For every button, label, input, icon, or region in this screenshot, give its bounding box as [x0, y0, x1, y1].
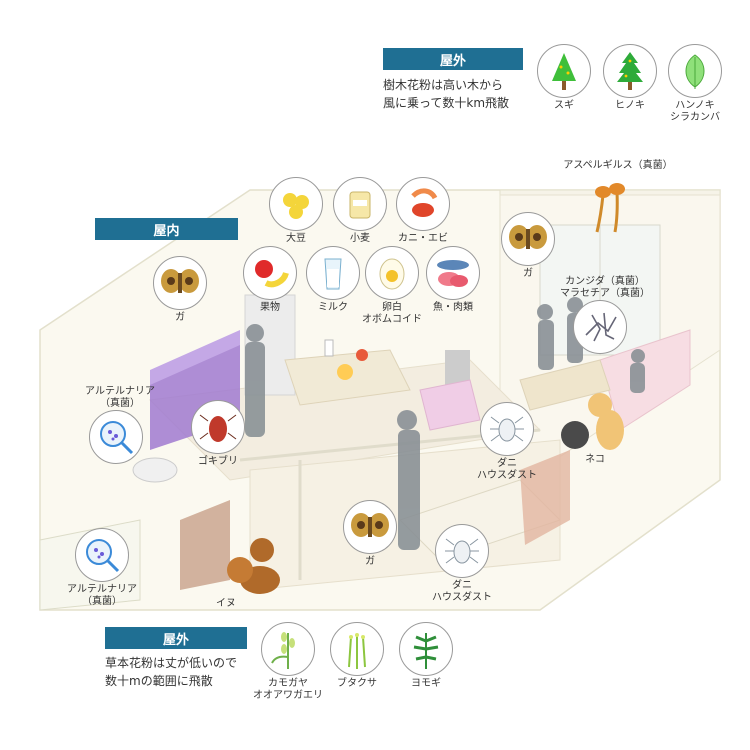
- aspergillus-icon: [595, 183, 625, 233]
- allergen-ga-1: ガ: [150, 256, 210, 324]
- soybean-icon: [269, 177, 323, 231]
- moth-icon: [153, 256, 207, 310]
- allergen-label: ゴキブリ: [198, 456, 238, 467]
- allergen-label: ガ: [175, 312, 185, 323]
- allergen-candida: [570, 300, 630, 354]
- ragweed-icon: [330, 622, 384, 676]
- allergen-kudamono: 果物: [240, 246, 300, 314]
- milk-glass-icon: [306, 246, 360, 300]
- allergen-label: 果物: [260, 302, 280, 313]
- fungus-hyphae-icon: [573, 300, 627, 354]
- indoor-header: 屋内: [95, 218, 238, 240]
- allergen-label: ハンノキ シラカンバ: [670, 100, 720, 123]
- allergen-label: 魚・肉類: [433, 302, 473, 313]
- outdoor-top-description: 樹木花粉は高い木から 風に乗って数十km飛散: [383, 78, 510, 110]
- allergen-label: 小麦: [350, 233, 370, 244]
- allergen-label: ダニ ハウスダスト: [477, 458, 537, 481]
- outdoor-top-header: 屋外: [383, 48, 523, 70]
- allergen-hinoki: ヒノキ: [600, 44, 660, 112]
- allergen-sakana: 魚・肉類: [423, 246, 483, 314]
- cats-illustration: [561, 393, 624, 450]
- allergen-label: アルテルナリア （真菌）: [67, 584, 137, 607]
- allergen-alternaria-1: [86, 410, 146, 464]
- allergen-label: ヨモギ: [411, 678, 441, 689]
- magnifier-fungus-icon: [89, 410, 143, 464]
- candida-label: カンジダ（真菌） マラセチア（真菌）: [560, 276, 650, 299]
- crab-shrimp-icon: [396, 177, 450, 231]
- allergen-ga-2: ガ: [498, 212, 558, 280]
- dust-mite-icon: [435, 524, 489, 578]
- allergen-yomogi: ヨモギ: [396, 622, 456, 690]
- allergen-label: ヒノキ: [615, 100, 645, 111]
- allergen-label: ガ: [365, 556, 375, 567]
- fruit-icon: [243, 246, 297, 300]
- allergen-label: 大豆: [286, 233, 306, 244]
- allergen-ranpaku: 卵白 オボムコイド: [362, 246, 422, 326]
- fish-meat-icon: [426, 246, 480, 300]
- dust-mite-icon: [480, 402, 534, 456]
- allergen-dani-1: ダニ ハウスダスト: [477, 402, 537, 482]
- mugwort-icon: [399, 622, 453, 676]
- orchard-grass-icon: [261, 622, 315, 676]
- cypress-tree-icon: [603, 44, 657, 98]
- cedar-tree-icon: [537, 44, 591, 98]
- allergen-label: 卵白 オボムコイド: [362, 302, 422, 325]
- neko-label: ネコ: [585, 454, 605, 465]
- outdoor-bottom-header: 屋外: [105, 627, 247, 649]
- flour-bag-icon: [333, 177, 387, 231]
- allergen-alternaria-2: アルテルナリア （真菌）: [67, 528, 137, 608]
- allergen-label: カモガヤ オオアワガエリ: [253, 678, 323, 701]
- dog-illustration: [227, 538, 280, 594]
- allergen-kamogaya: カモガヤ オオアワガエリ: [253, 622, 323, 702]
- allergen-dani-2: ダニ ハウスダスト: [432, 524, 492, 604]
- allergen-label: スギ: [554, 100, 574, 111]
- moth-icon: [501, 212, 555, 266]
- alternaria-1-label: アルテルナリア （真菌）: [85, 386, 155, 409]
- allergen-kani-ebi: カニ・エビ: [393, 177, 453, 245]
- allergen-label: ガ: [523, 268, 533, 279]
- egg-icon: [365, 246, 419, 300]
- magnifier-fungus-icon: [75, 528, 129, 582]
- aspergillus-label: アスペルギルス（真菌）: [563, 160, 673, 171]
- allergen-milk: ミルク: [303, 246, 363, 314]
- allergen-daizu: 大豆: [266, 177, 326, 245]
- cockroach-icon: [191, 400, 245, 454]
- allergen-sugi: スギ: [534, 44, 594, 112]
- allergen-label: ミルク: [318, 302, 348, 313]
- birch-leaf-icon: [668, 44, 722, 98]
- moth-icon: [343, 500, 397, 554]
- allergen-butakusa: ブタクサ: [327, 622, 387, 690]
- allergen-label: カニ・エビ: [398, 233, 448, 244]
- allergen-ga-3: ガ: [340, 500, 400, 568]
- allergen-label: ダニ ハウスダスト: [432, 580, 492, 603]
- allergen-gokiburi: ゴキブリ: [188, 400, 248, 468]
- allergen-label: ブタクサ: [337, 678, 377, 689]
- inu-label: イヌ: [216, 598, 236, 609]
- outdoor-bottom-description: 草本花粉は丈が低いので 数十mの範囲に飛散: [105, 656, 238, 688]
- allergen-hannoki: ハンノキ シラカンバ: [665, 44, 725, 124]
- allergen-komugi: 小麦: [330, 177, 390, 245]
